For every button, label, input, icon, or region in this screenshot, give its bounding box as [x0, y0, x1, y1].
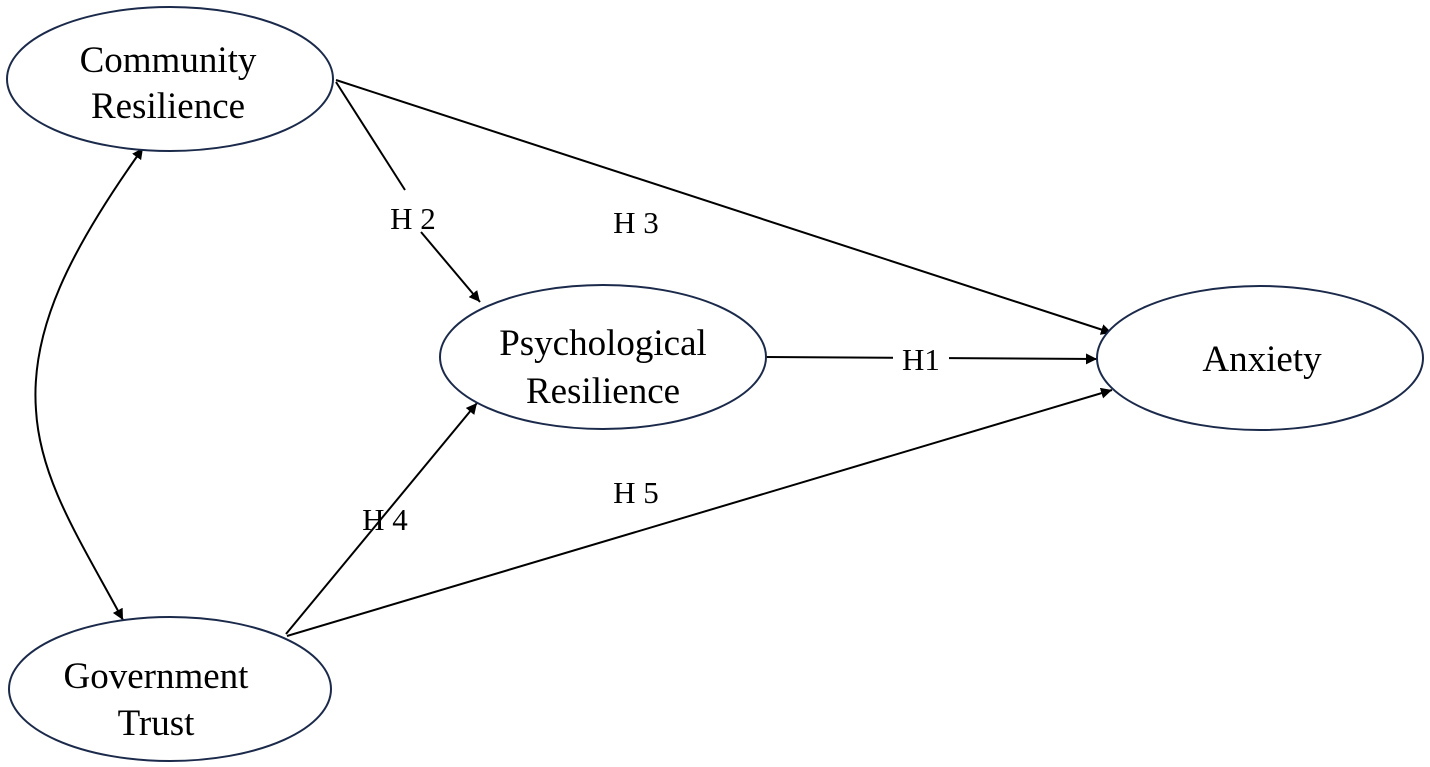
edge-correlation: [34, 147, 144, 621]
ellipse-psychological-resilience: [439, 284, 767, 430]
edge-h5: [286, 387, 1113, 637]
edge-h2-upper: [335, 81, 406, 191]
edge-label-h2: H 2: [390, 201, 436, 236]
node-anxiety: Anxiety: [1096, 285, 1424, 431]
h1-label-background: [893, 339, 949, 375]
nodes: Community Resilience Government Trust Ps…: [6, 6, 1424, 762]
community-resilience-line1: Community: [80, 40, 257, 81]
ellipse-government-trust: [8, 616, 332, 762]
psychological-resilience-line2: Resilience: [526, 371, 680, 412]
edge-labels: H1 H 2 H 3 H 4 H 5: [362, 201, 949, 537]
edge-label-h1: H1: [902, 342, 940, 377]
edge-h3: [335, 79, 1113, 335]
node-psychological-resilience: Psychological Resilience: [439, 284, 767, 430]
edges: [34, 79, 1113, 637]
edge-h4: [285, 402, 478, 635]
psychological-resilience-line1: Psychological: [499, 323, 707, 364]
government-trust-line1: Government: [64, 656, 250, 697]
node-community-resilience: Community Resilience: [6, 6, 334, 152]
ellipse-anxiety: [1096, 285, 1424, 431]
edge-label-h3: H 3: [613, 205, 659, 240]
node-government-trust: Government Trust: [8, 616, 332, 762]
government-trust-line2: Trust: [118, 703, 196, 744]
edge-label-h4: H 4: [362, 502, 408, 537]
anxiety-label: Anxiety: [1202, 339, 1322, 380]
edge-label-h5: H 5: [613, 475, 659, 510]
edge-h2-lower: [420, 231, 481, 303]
community-resilience-line2: Resilience: [91, 86, 245, 127]
ellipse-community-resilience: [6, 6, 334, 152]
